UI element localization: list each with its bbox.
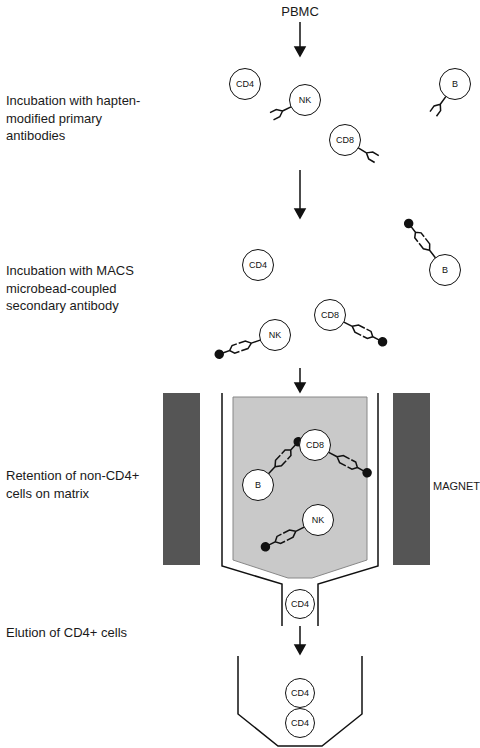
- cell-label: CD4: [249, 260, 267, 270]
- cell-label: CD8: [321, 310, 339, 320]
- cell-label: CD8: [336, 135, 354, 145]
- step-label: Incubation with hapten-modified primary …: [6, 92, 148, 145]
- flow-arrow: [299, 368, 301, 384]
- cell-circle: CD4: [285, 678, 315, 708]
- flow-arrow: [299, 22, 301, 48]
- start-label: PBMC: [270, 3, 330, 21]
- magnet-bar: [163, 393, 200, 565]
- cell-label: NK: [299, 95, 312, 105]
- column-wall: [222, 393, 282, 626]
- step-label: Incubation with MACS microbead-coupled s…: [6, 262, 148, 315]
- cell-circle: CD4: [229, 68, 261, 100]
- arrow-head: [295, 209, 305, 218]
- bead-antibody: [403, 218, 439, 261]
- cell-circle: CD4: [285, 708, 315, 738]
- cell-label: CD4: [291, 688, 309, 698]
- cell-circle: NK: [302, 504, 334, 536]
- collection-tube: [238, 656, 362, 746]
- flow-arrow: [299, 626, 301, 646]
- cell-circle: NK: [289, 84, 321, 116]
- cell-circle: CD4: [285, 589, 315, 619]
- bead-antibody: [260, 523, 306, 552]
- step-label: Elution of CD4+ cells: [6, 624, 148, 642]
- cell-label: CD4: [291, 599, 309, 609]
- cell-circle: CD4: [242, 249, 274, 281]
- cell-circle: NK: [259, 319, 291, 351]
- cell-label: B: [442, 265, 448, 275]
- column-matrix: [233, 397, 367, 578]
- cell-label: CD4: [236, 79, 254, 89]
- cell-circle: B: [429, 254, 461, 286]
- arrow-head: [295, 383, 305, 392]
- cell-label: B: [255, 480, 261, 490]
- magnet-bar: [393, 393, 430, 565]
- flow-arrow: [299, 170, 301, 210]
- arrow-head: [295, 47, 305, 56]
- cell-circle: CD8: [329, 124, 361, 156]
- cell-label: NK: [269, 330, 282, 340]
- cell-circle: CD8: [299, 429, 331, 461]
- cell-label: NK: [312, 515, 325, 525]
- cell-circle: CD8: [314, 299, 346, 331]
- bead-antibody: [265, 436, 304, 477]
- bead-antibody: [342, 318, 388, 347]
- magnet-label: MAGNET: [433, 479, 480, 494]
- bead-antibody: [326, 449, 372, 479]
- cell-label: CD4: [291, 718, 309, 728]
- cell-label: B: [452, 79, 458, 89]
- cell-circle: B: [242, 469, 274, 501]
- arrow-head: [295, 645, 305, 654]
- bead-antibody: [214, 336, 262, 359]
- cell-label: CD8: [306, 440, 324, 450]
- step-label: Retention of non-CD4+ cells on matrix: [6, 467, 148, 502]
- cell-circle: B: [439, 68, 471, 100]
